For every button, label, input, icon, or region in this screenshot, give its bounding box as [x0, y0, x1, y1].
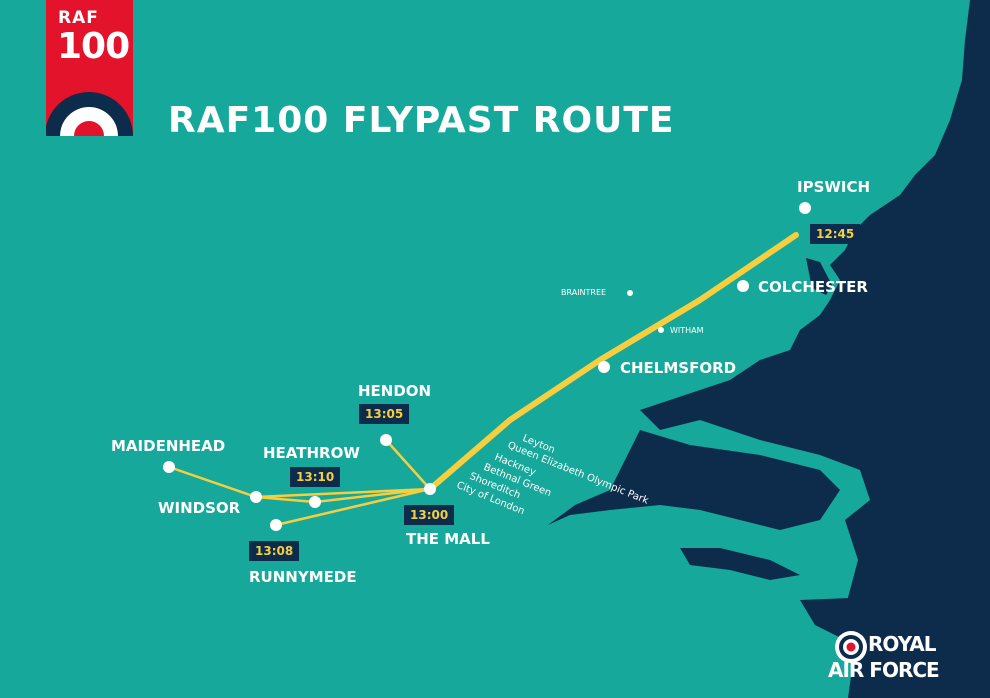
runnymede-dot [270, 519, 282, 531]
witham-dot [658, 327, 664, 333]
route-hendon-mall [385, 439, 431, 490]
label-maidenhead: MAIDENHEAD [111, 437, 226, 455]
the-mall-dot [424, 483, 436, 495]
south-land [680, 548, 800, 580]
label-chelmsford: CHELMSFORD [620, 359, 737, 377]
west-routes [168, 439, 431, 527]
time-runnymede: 13:08 [249, 541, 300, 561]
roundel-icon [835, 631, 867, 663]
time-hendon: 13:05 [359, 404, 410, 424]
raf-logo-line2: AIR FORCE [828, 658, 940, 682]
chelmsford-dot [598, 361, 610, 373]
windsor-dot [250, 491, 262, 503]
time-heathrow: 13:10 [290, 467, 341, 487]
label-runnymede: RUNNYMEDE [249, 568, 357, 586]
label-windsor: WINDSOR [158, 499, 241, 517]
label-braintree: BRAINTREE [561, 288, 607, 297]
ipswich-dot [799, 202, 811, 214]
estuary-land [548, 430, 840, 530]
route-maidenhead-windsor [168, 465, 257, 499]
braintree-dot [627, 290, 633, 296]
route-windsor-heathrow [255, 495, 316, 504]
raf100-badge: RAF 100 [46, 0, 133, 136]
badge-line2: 100 [57, 26, 130, 67]
badge-line1: RAF [58, 8, 99, 28]
place-dots [163, 202, 811, 531]
heathrow-dot [309, 496, 321, 508]
raf-logo-line1: ROYAL [868, 632, 936, 656]
hendon-dot [380, 434, 392, 446]
main-route [427, 232, 799, 492]
label-colchester: COLCHESTER [758, 278, 868, 296]
route-runnymede-mall [275, 487, 431, 527]
northern-land [806, 258, 832, 295]
label-ipswich: IPSWICH [797, 178, 871, 196]
map-title: RAF100 FLYPAST ROUTE [168, 100, 675, 141]
route-windsor-mall [255, 487, 431, 499]
colchester-dot [737, 280, 749, 292]
label-heathrow: HEATHROW [263, 444, 360, 462]
route-heathrow-mall [314, 487, 431, 504]
coastline-land [640, 0, 990, 698]
label-witham: WITHAM [670, 326, 704, 335]
maidenhead-dot [163, 461, 175, 473]
roundel-icon [46, 92, 133, 136]
south-land-2 [800, 598, 870, 640]
time-the-mall: 13:00 [404, 505, 455, 525]
time-ipswich: 12:45 [810, 224, 861, 244]
label-the-mall: THE MALL [406, 530, 490, 548]
label-hendon: HENDON [358, 382, 432, 400]
